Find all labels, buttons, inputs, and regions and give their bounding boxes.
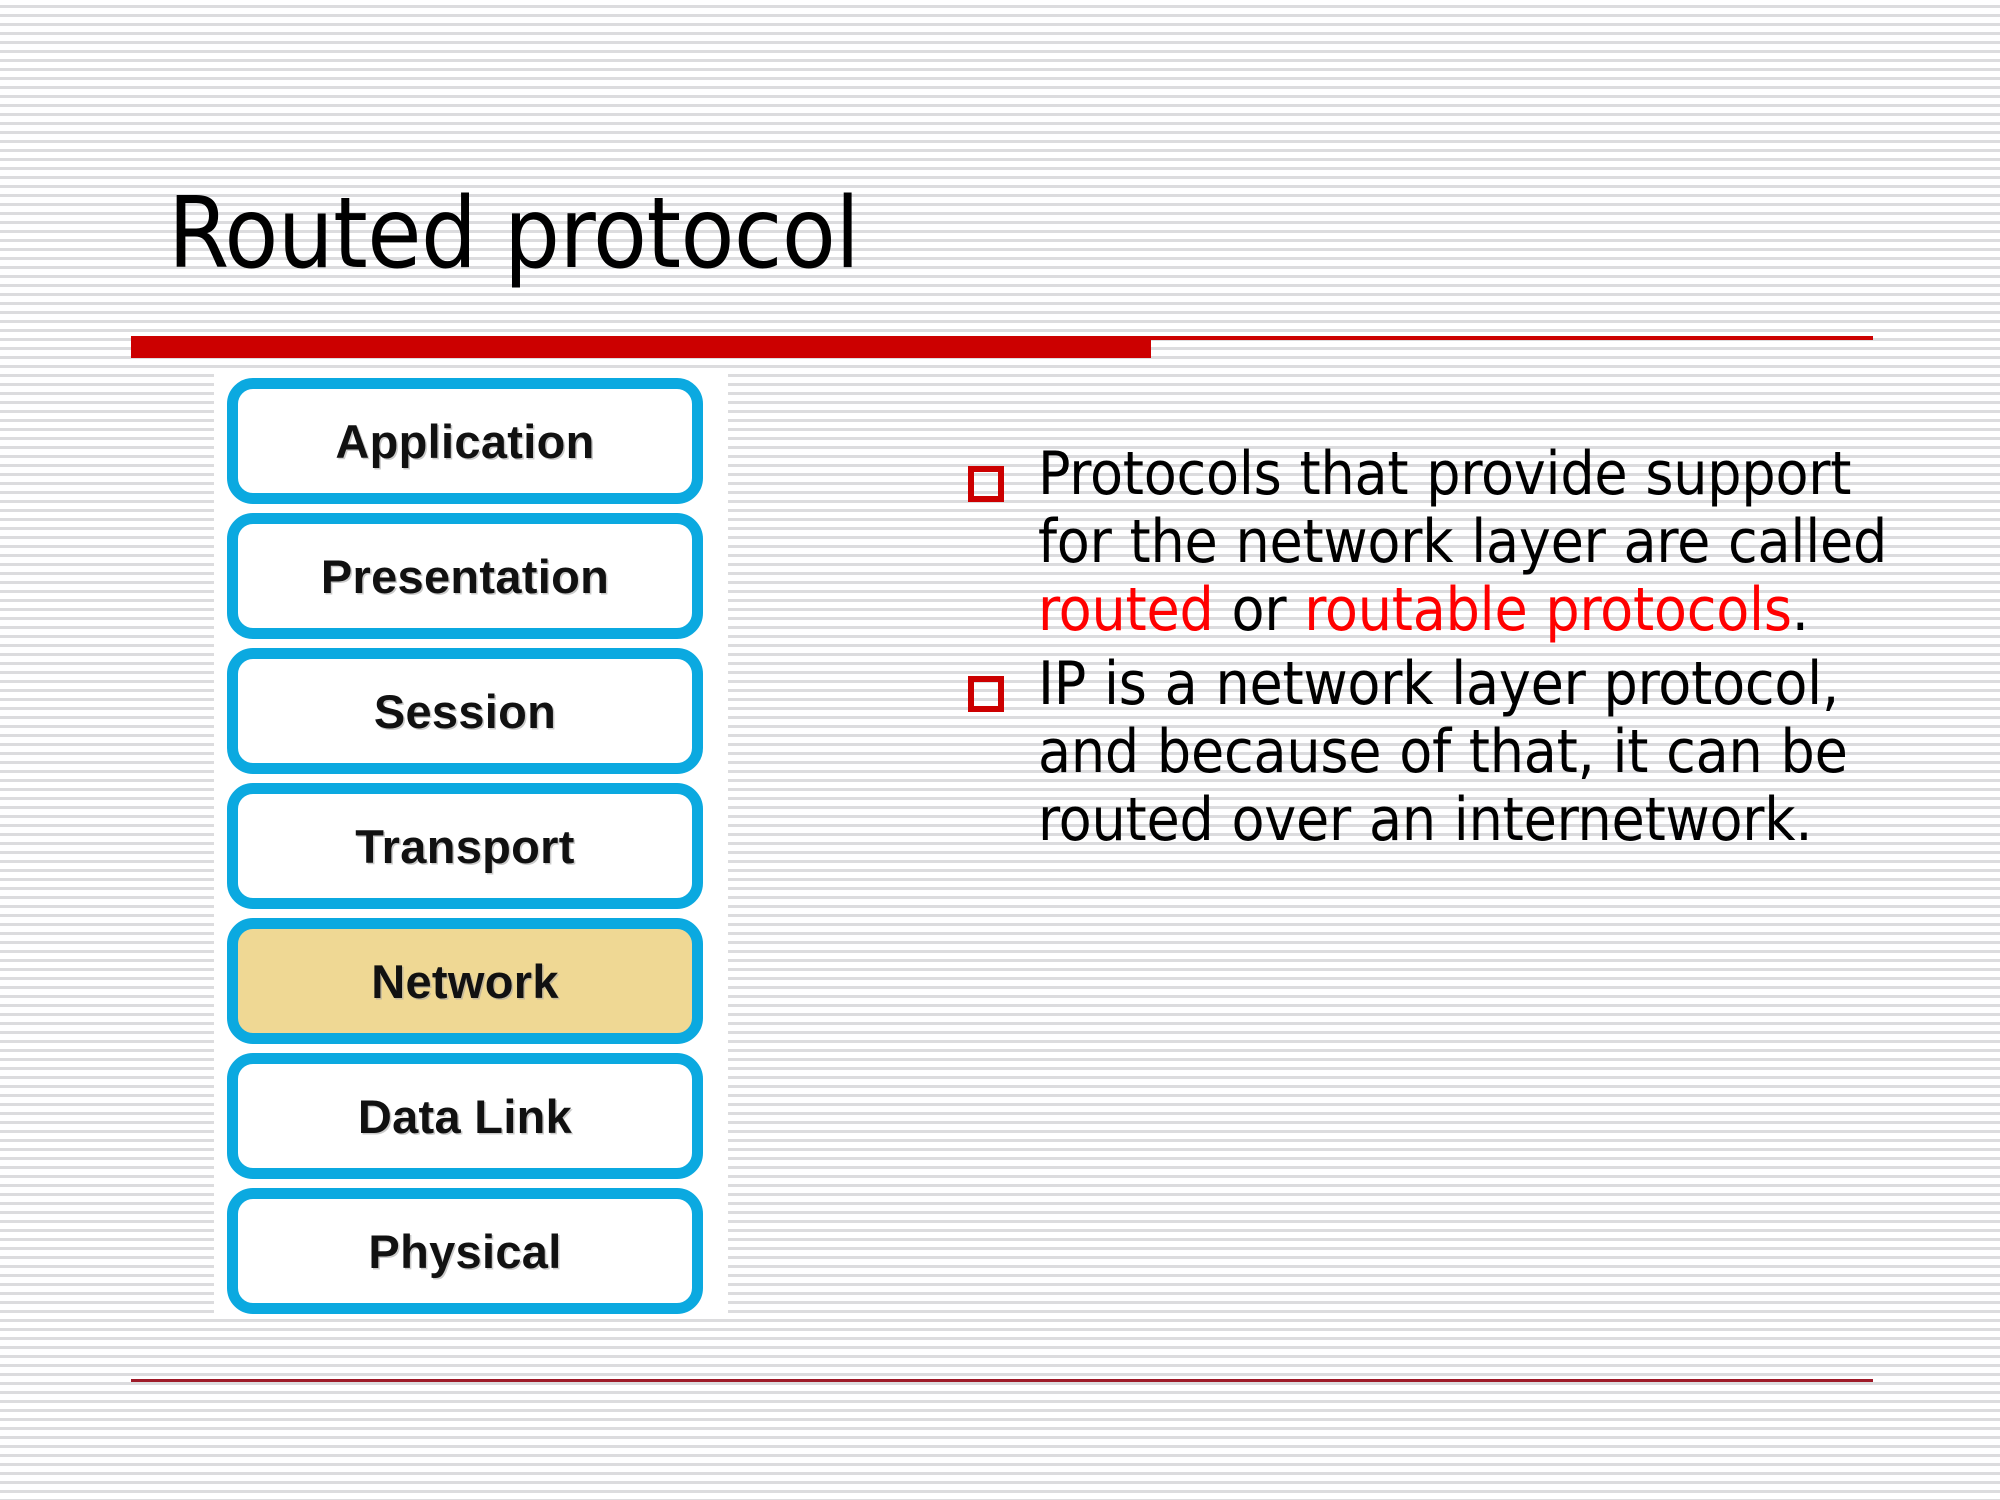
osi-layer-physical: Physical (227, 1188, 703, 1314)
osi-layer-session: Session (227, 648, 703, 774)
page-title: Routed protocol (168, 177, 860, 291)
bullet-emphasis: routed (1038, 575, 1214, 645)
bullet-segment: Protocols that provide support for the n… (1038, 439, 1888, 577)
osi-layer-transport: Transport (227, 783, 703, 909)
square-bullet-icon (968, 676, 1004, 712)
osi-layer-label: Physical (368, 1224, 562, 1278)
bullet-text: Protocols that provide support for the n… (1038, 440, 1928, 644)
osi-layer-label: Data Link (357, 1089, 573, 1143)
bullet-list: Protocols that provide support for the n… (968, 440, 1928, 860)
bullet-segment: IP is a network layer protocol, and beca… (1038, 649, 1848, 855)
title-divider-thick (131, 336, 1151, 358)
footer-rule (131, 1379, 1873, 1382)
osi-layer-label: Presentation (320, 549, 610, 603)
bullet-segment: . (1791, 575, 1809, 645)
list-item: IP is a network layer protocol, and beca… (968, 650, 1928, 854)
osi-layer-label: Application (335, 414, 595, 468)
list-item: Protocols that provide support for the n… (968, 440, 1928, 644)
bullet-text: IP is a network layer protocol, and beca… (1038, 650, 1928, 854)
title-divider-thin (1151, 336, 1873, 340)
bullet-segment: or (1213, 575, 1305, 645)
bullet-emphasis: routable protocols (1304, 575, 1792, 645)
osi-layer-label: Session (373, 684, 557, 738)
osi-layer-label: Network (371, 954, 559, 1008)
osi-layer-application: Application (227, 378, 703, 504)
osi-layer-label: Transport (355, 819, 575, 873)
osi-layer-presentation: Presentation (227, 513, 703, 639)
osi-layer-data-link: Data Link (227, 1053, 703, 1179)
square-bullet-icon (968, 466, 1004, 502)
osi-layer-network: Network (227, 918, 703, 1044)
